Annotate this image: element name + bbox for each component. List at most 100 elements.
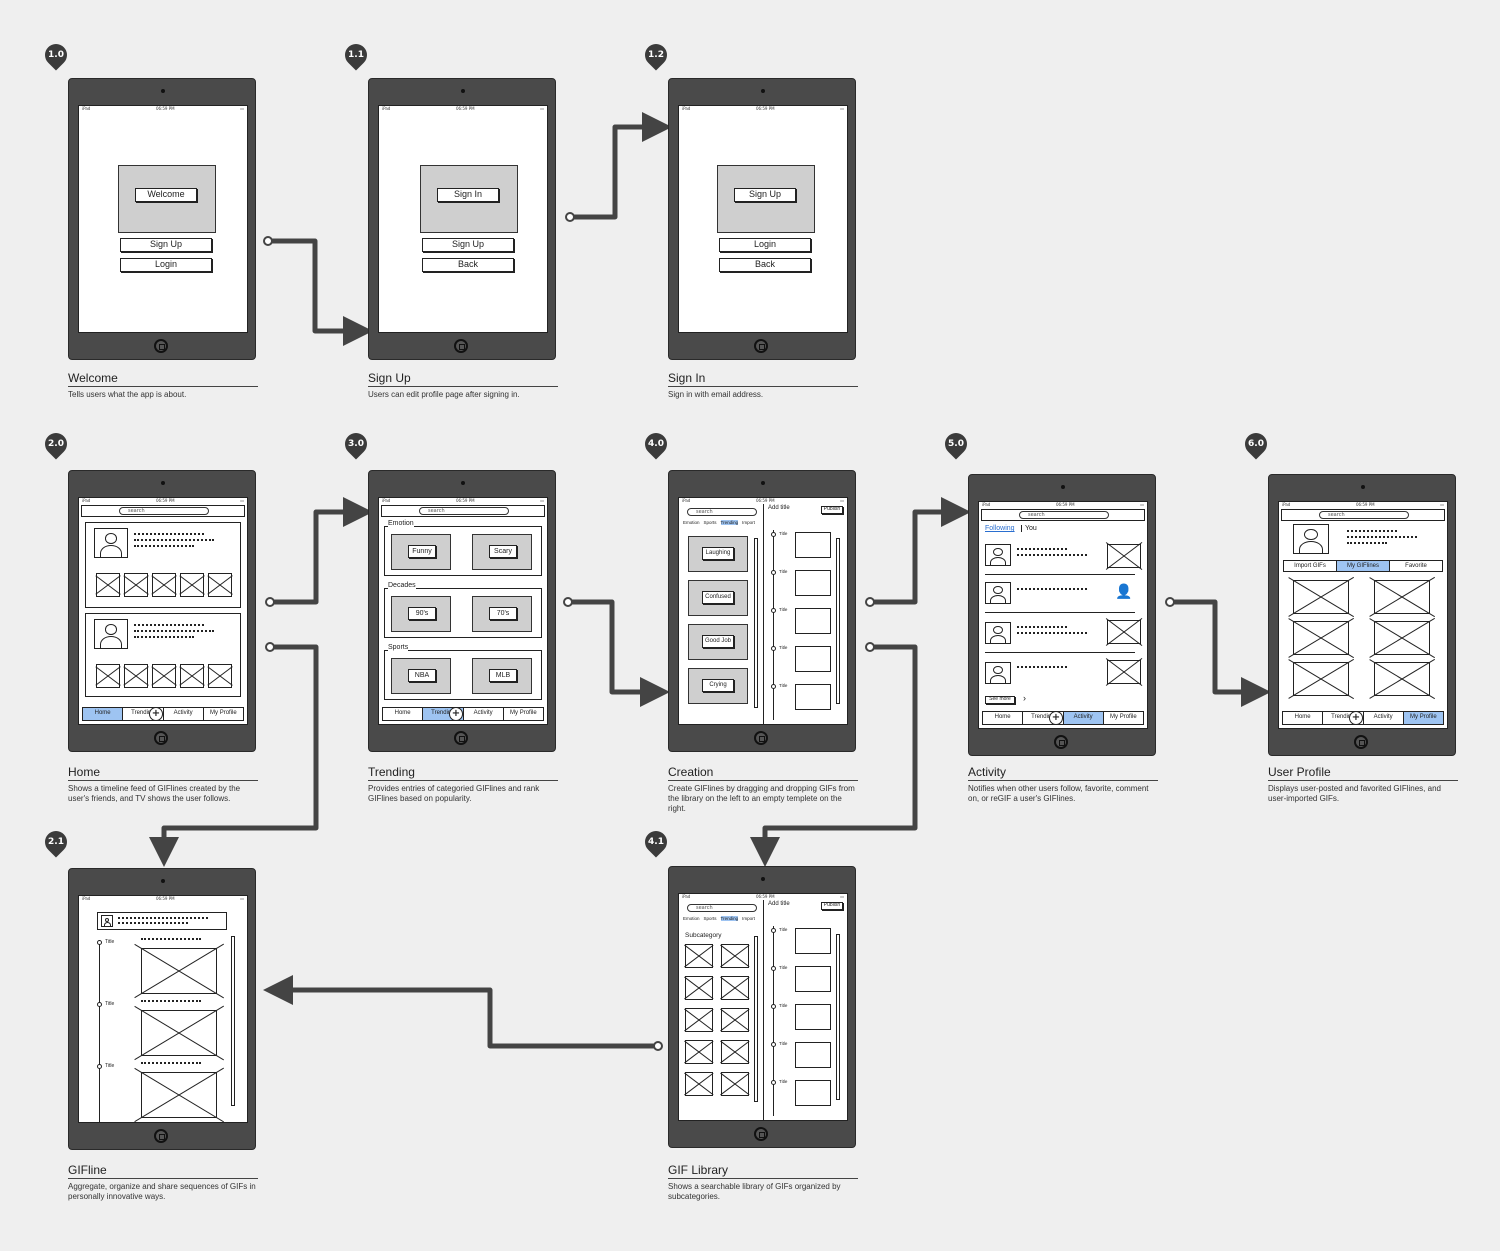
gif-good-job[interactable]: Good Job <box>702 635 734 648</box>
tab-home[interactable]: Home <box>83 708 124 720</box>
tab-emotion[interactable]: Emotion <box>683 520 700 525</box>
library-gif[interactable] <box>721 944 749 968</box>
tab-sports[interactable]: Sports <box>703 916 717 921</box>
search-input[interactable]: search <box>687 508 757 516</box>
tab-activity[interactable]: Activity <box>464 708 504 720</box>
gif-thumb[interactable] <box>124 664 148 688</box>
home-hardware-button[interactable] <box>154 1129 168 1143</box>
tab-activity[interactable]: Activity <box>164 708 204 720</box>
library-gif[interactable] <box>721 1072 749 1096</box>
gifline-thumb[interactable] <box>1374 662 1430 696</box>
empty-gif-slot[interactable] <box>795 928 831 954</box>
create-plus-button[interactable]: + <box>449 707 463 721</box>
see-more-button[interactable]: See more <box>985 696 1015 704</box>
gif-frame[interactable] <box>141 1072 217 1118</box>
back-button[interactable]: Back <box>719 258 811 272</box>
you-tab[interactable]: You <box>1021 525 1037 532</box>
gif-thumb[interactable] <box>96 573 120 597</box>
home-hardware-button[interactable] <box>454 731 468 745</box>
home-hardware-button[interactable] <box>1354 735 1368 749</box>
tab-activity[interactable]: Activity <box>1063 712 1104 724</box>
timeline-scrollbar[interactable] <box>836 934 840 1100</box>
search-input[interactable]: search <box>419 507 509 515</box>
tab-my-profile[interactable]: My Profile <box>210 710 237 716</box>
publish-button[interactable]: Publish <box>821 902 843 910</box>
empty-gif-slot[interactable] <box>795 966 831 992</box>
empty-gif-slot[interactable] <box>795 570 831 596</box>
tab-import-gifs[interactable]: Import GIFs <box>1284 561 1337 571</box>
gif-thumb[interactable] <box>180 664 204 688</box>
empty-gif-slot[interactable] <box>795 532 831 558</box>
tab-trending[interactable]: Trending <box>720 916 739 921</box>
library-gif[interactable] <box>685 1072 713 1096</box>
login-button[interactable]: Login <box>719 238 811 252</box>
tab-import[interactable]: Import <box>742 520 755 525</box>
home-hardware-button[interactable] <box>754 731 768 745</box>
add-friend-icon[interactable]: 👤 <box>1115 583 1133 599</box>
category-funny-button[interactable]: Funny <box>408 545 436 558</box>
gif-thumb[interactable] <box>1107 544 1141 568</box>
author-card[interactable] <box>97 912 227 930</box>
tab-import[interactable]: Import <box>742 916 755 921</box>
create-plus-button[interactable]: + <box>1049 711 1063 725</box>
gifline-thumb[interactable] <box>1374 621 1430 655</box>
tab-activity[interactable]: Activity <box>1364 712 1404 724</box>
library-gif[interactable] <box>721 1040 749 1064</box>
category-scary-button[interactable]: Scary <box>489 545 517 558</box>
create-plus-button[interactable]: + <box>149 707 163 721</box>
gif-thumb[interactable] <box>1107 660 1141 684</box>
scrollbar[interactable] <box>231 936 235 1106</box>
gifline-thumb[interactable] <box>1293 580 1349 614</box>
gif-thumb[interactable] <box>152 664 176 688</box>
empty-gif-slot[interactable] <box>795 1080 831 1106</box>
timeline-scrollbar[interactable] <box>836 538 840 704</box>
tab-my-giflines[interactable]: My GIFlines <box>1337 561 1390 571</box>
tab-sports[interactable]: Sports <box>703 520 717 525</box>
gif-frame[interactable] <box>141 948 217 994</box>
following-tab[interactable]: Following <box>985 525 1015 532</box>
library-gif[interactable] <box>685 976 713 1000</box>
library-gif[interactable] <box>685 1008 713 1032</box>
feed-card[interactable] <box>85 522 241 608</box>
gif-thumb[interactable] <box>208 664 232 688</box>
tab-home[interactable]: Home <box>1283 712 1324 724</box>
gif-thumb[interactable] <box>96 664 120 688</box>
publish-button[interactable]: Publish <box>821 506 843 514</box>
empty-gif-slot[interactable] <box>795 684 831 710</box>
home-hardware-button[interactable] <box>754 1127 768 1141</box>
library-gif[interactable] <box>721 1008 749 1032</box>
sign-in-header-button[interactable]: Sign In <box>437 188 499 202</box>
add-title-field[interactable]: Add title <box>768 505 790 511</box>
search-input[interactable]: search <box>1019 511 1109 519</box>
tab-my-profile[interactable]: My Profile <box>1403 712 1443 724</box>
gif-thumb[interactable] <box>1107 620 1141 644</box>
home-hardware-button[interactable] <box>154 731 168 745</box>
tab-my-profile[interactable]: My Profile <box>510 710 537 716</box>
home-hardware-button[interactable] <box>454 339 468 353</box>
add-title-field[interactable]: Add title <box>768 901 790 907</box>
gif-crying[interactable]: Crying <box>702 679 734 692</box>
search-input[interactable]: search <box>687 904 757 912</box>
library-scrollbar[interactable] <box>754 538 758 708</box>
gif-thumb[interactable] <box>152 573 176 597</box>
home-hardware-button[interactable] <box>1054 735 1068 749</box>
gif-laughing[interactable]: Laughing <box>702 547 734 560</box>
tab-home[interactable]: Home <box>983 712 1024 724</box>
search-input[interactable]: search <box>119 507 209 515</box>
empty-gif-slot[interactable] <box>795 646 831 672</box>
gifline-thumb[interactable] <box>1374 580 1430 614</box>
feed-card[interactable] <box>85 613 241 697</box>
tab-emotion[interactable]: Emotion <box>683 916 700 921</box>
tab-home[interactable]: Home <box>383 708 424 720</box>
tab-trending[interactable]: Trending <box>720 520 739 525</box>
gif-thumb[interactable] <box>124 573 148 597</box>
library-gif[interactable] <box>685 1040 713 1064</box>
gifline-thumb[interactable] <box>1293 662 1349 696</box>
empty-gif-slot[interactable] <box>795 1004 831 1030</box>
gif-confused[interactable]: Confused <box>702 591 734 604</box>
library-scrollbar[interactable] <box>754 936 758 1102</box>
library-gif[interactable] <box>721 976 749 1000</box>
home-hardware-button[interactable] <box>154 339 168 353</box>
create-plus-button[interactable]: + <box>1349 711 1363 725</box>
sign-up-header-button[interactable]: Sign Up <box>734 188 796 202</box>
